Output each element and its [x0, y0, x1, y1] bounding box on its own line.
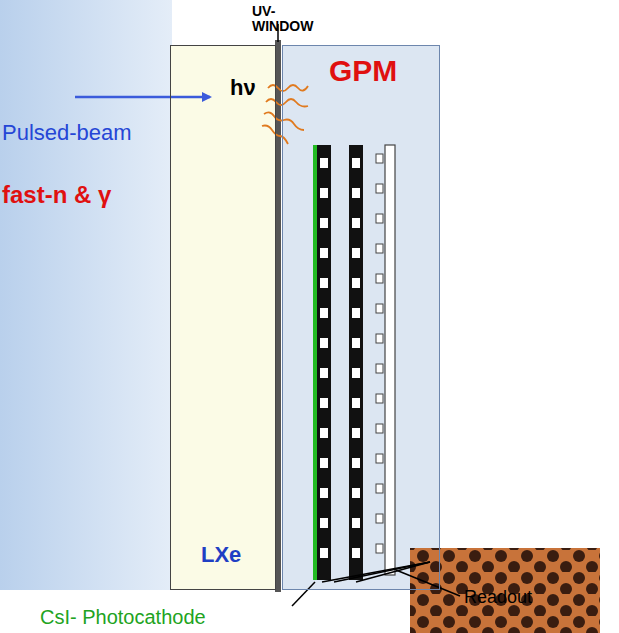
- thgem-electrode: [317, 145, 331, 580]
- window-label: UV- WINDOW: [252, 4, 322, 35]
- thgem-photo: [410, 548, 600, 633]
- readout-board: [385, 145, 395, 575]
- thgem-holes: [320, 158, 360, 558]
- slide-background: [0, 0, 172, 590]
- node-label: LXe: [201, 543, 241, 567]
- node-label: GPM: [329, 54, 397, 87]
- radiation-label: fast-n & γ: [2, 182, 111, 208]
- csi-photocathode: [313, 145, 317, 580]
- readout-pads: [376, 154, 383, 553]
- gpm-fill: [282, 45, 440, 590]
- thgem-electrode: [349, 145, 363, 580]
- photon-label: hν: [230, 76, 256, 100]
- readout-label: Readout: [464, 588, 532, 608]
- photon-waves: [262, 85, 308, 144]
- beam-label: Pulsed-beam: [2, 121, 132, 145]
- gpm-box: GPM: [282, 45, 440, 590]
- lxe-fill: [170, 45, 276, 590]
- lxe-cell: LXe: [170, 45, 276, 590]
- leader-lines: [292, 562, 460, 606]
- photocathode-label: CsI- Photocathode: [40, 606, 206, 628]
- beam-arrow: [75, 96, 210, 99]
